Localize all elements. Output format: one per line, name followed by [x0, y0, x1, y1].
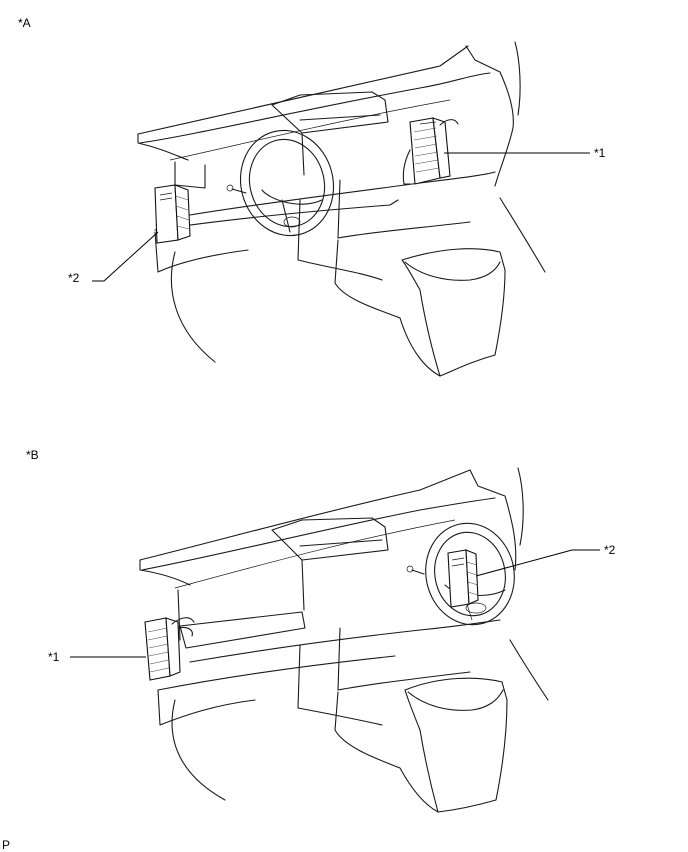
panel-b-callout-1: *1	[48, 650, 60, 664]
panel-b-ecu-1	[144, 617, 195, 681]
footer-code: P	[2, 838, 11, 852]
panel-a-leader-2	[92, 231, 159, 282]
panel-b-ecu-2	[447, 549, 479, 608]
panel-b-leader-2	[475, 549, 600, 577]
panel-a-label: *A	[18, 16, 31, 30]
panel-b-callout-2: *2	[604, 543, 616, 557]
panel-a-dashboard	[137, 41, 546, 377]
panel-a-callout-1: *1	[594, 146, 606, 160]
panel-a-ecu-2	[154, 184, 191, 244]
panel-a-ecu-1	[402, 117, 459, 185]
panel-a-callout-2: *2	[68, 271, 80, 285]
panel-b-label: *B	[26, 448, 39, 462]
panel-b-dashboard	[139, 467, 549, 813]
